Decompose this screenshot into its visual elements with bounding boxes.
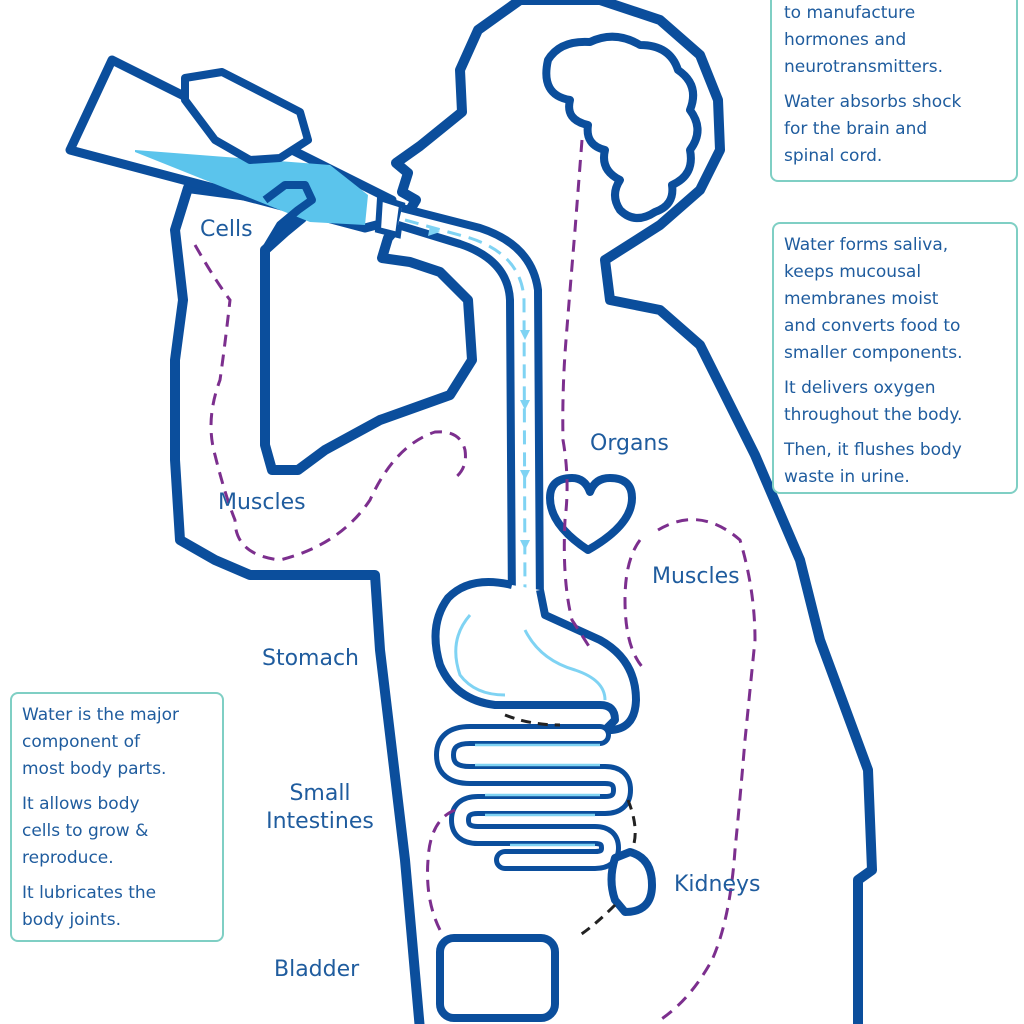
info-box-saliva-text-1: Water forms saliva, keeps mucousal membr… <box>784 235 963 363</box>
ureter-path <box>504 713 637 937</box>
info-box-brain-text-2: Water absorbs shock for the brain and sp… <box>784 92 962 166</box>
label-small-intestines: Small Intestines <box>254 780 386 836</box>
intestines-icon <box>434 724 633 871</box>
info-box-saliva-text-3: Then, it flushes body waste in urine. <box>784 440 962 487</box>
heart-icon <box>546 474 636 554</box>
label-organs: Organs <box>590 431 669 456</box>
label-bladder: Bladder <box>274 957 360 982</box>
info-box-brain: to manufacture hormones and neurotransmi… <box>770 0 1018 182</box>
label-small-intestines-line2: Intestines <box>266 809 374 834</box>
circulation-paths <box>193 139 757 1022</box>
info-box-body: Water is the major component of most bod… <box>10 692 224 942</box>
info-box-body-text-3: It lubricates the body joints. <box>22 883 157 930</box>
info-box-saliva: Water forms saliva, keeps mucousal membr… <box>772 222 1018 494</box>
label-cells: Cells <box>200 217 253 242</box>
label-small-intestines-line1: Small <box>289 781 351 806</box>
label-muscles-arm: Muscles <box>218 490 306 515</box>
info-box-brain-text-1: to manufacture hormones and neurotransmi… <box>784 3 944 77</box>
label-stomach: Stomach <box>262 646 360 671</box>
kidney-icon <box>607 848 656 916</box>
info-box-body-text-1: Water is the major component of most bod… <box>22 705 180 779</box>
brain-icon <box>542 32 702 222</box>
hand-icon <box>261 181 316 253</box>
label-muscles-torso: Muscles <box>652 564 740 589</box>
label-kidneys: Kidneys <box>674 872 761 897</box>
water-bottle-icon <box>65 55 406 239</box>
info-box-body-text-2: It allows body cells to grow & reproduce… <box>22 794 149 868</box>
info-box-saliva-text-2: It delivers oxygen throughout the body. <box>784 378 963 425</box>
bladder-icon <box>436 934 559 1022</box>
